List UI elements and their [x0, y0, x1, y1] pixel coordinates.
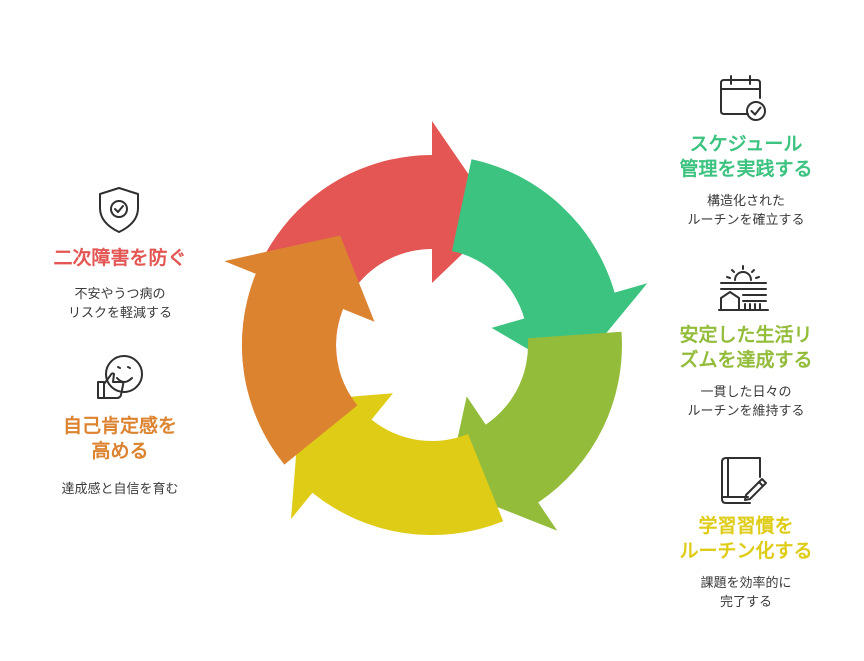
cycle-segment-study [291, 393, 504, 536]
item-title: 安定した生活リ ズムを達成する [679, 324, 813, 371]
thumbs-up-smile-icon [97, 355, 143, 399]
cycle-segment-esteem [224, 235, 375, 465]
item-study: 学習習慣を ルーチン化する 課題を効率的に 完了する [666, 514, 826, 612]
item-title: 二次障害を防ぐ [53, 247, 187, 269]
item-description: 不安やうつ病の リスクを軽減する [67, 287, 172, 321]
cycle-segment-schedule [452, 159, 648, 375]
item-title: 自己肯定感を 高める [62, 415, 177, 462]
item-rhythm: 安定した生活リ ズムを達成する 一貫した日々の ルーチンを維持する [666, 323, 826, 421]
item-schedule: スケジュール 管理を実践する 構造化された ルーチンを確立する [666, 132, 826, 230]
item-title: スケジュール 管理を実践する [679, 133, 813, 180]
calendar-check-icon [720, 75, 766, 121]
item-description: 課題を効率的に 完了する [700, 576, 792, 610]
item-description: 達成感と自信を育む [61, 482, 179, 497]
notebook-pencil-icon [721, 457, 767, 504]
item-title: 学習習慣を ルーチン化する [679, 515, 813, 562]
sunrise-house-icon [718, 265, 769, 311]
item-description: 一貫した日々の ルーチンを維持する [687, 385, 805, 419]
item-description: 構造化された ルーチンを確立する [687, 194, 805, 228]
item-prevent: 二次障害を防ぐ 不安やうつ病の リスクを軽減する [40, 246, 200, 323]
shield-check-icon [99, 187, 139, 233]
cycle-segment-rhythm [446, 331, 622, 531]
item-esteem: 自己肯定感を 高める 達成感と自信を育む [40, 414, 200, 499]
